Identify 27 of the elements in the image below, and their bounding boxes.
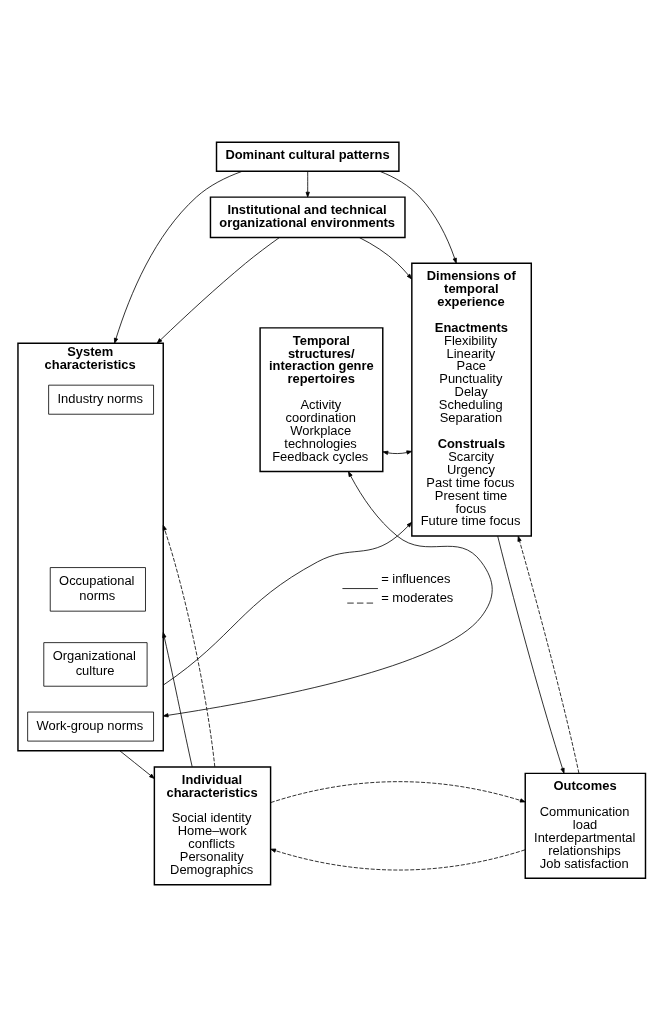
arrow bbox=[162, 470, 493, 717]
legend-label: = moderates bbox=[381, 589, 454, 605]
node-box: Dimensions of temporal experience Enactments Flexibility Linearity Pace Punctuality Delay Scheduling Separation Construals Scarcity Urgency Past time focus Present time focus Future time focus bbox=[411, 262, 532, 537]
node-box: Organizational culture bbox=[43, 641, 148, 687]
node-box: Outcomes Communication load Interdepartmental relationships Job satisfaction bbox=[524, 772, 647, 879]
arrow bbox=[270, 780, 526, 803]
node-box: Industry norms bbox=[48, 384, 154, 415]
arrow bbox=[162, 521, 413, 686]
arrow bbox=[517, 535, 580, 774]
legend-label: = influences bbox=[381, 570, 451, 586]
arrow bbox=[497, 535, 565, 774]
arrow bbox=[162, 631, 193, 767]
node-box: Work-group norms bbox=[27, 711, 154, 741]
arrow bbox=[156, 236, 280, 344]
arrow bbox=[358, 236, 412, 279]
node-box: Temporal structures/ interaction genre repertoires Activity coordination Workplace technologies Feedback cycles bbox=[259, 326, 384, 472]
arrow bbox=[270, 848, 526, 870]
node-box: Dominant cultural patterns bbox=[215, 141, 400, 172]
node-box: Individual characteristics Social identity Home–work conflicts Personality Demographics bbox=[153, 765, 272, 885]
arrow bbox=[379, 170, 457, 264]
arrow bbox=[382, 449, 413, 455]
arrow bbox=[305, 170, 310, 197]
arrow bbox=[113, 170, 243, 344]
arrow bbox=[119, 749, 155, 779]
arrow bbox=[162, 524, 216, 767]
node-box: Institutional and technical organizational environments bbox=[209, 195, 406, 238]
node-box: Occupational norms bbox=[49, 566, 146, 612]
